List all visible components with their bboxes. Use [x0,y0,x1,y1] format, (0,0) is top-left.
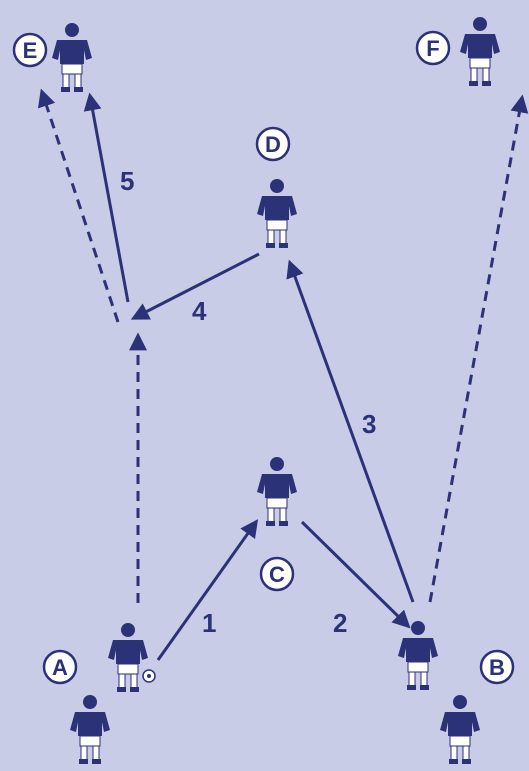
marker-c-label: C [269,562,285,587]
pass-3-line [286,259,415,603]
player-b [397,620,439,691]
player-c [256,456,298,527]
player-a-queue [69,694,111,765]
player-f [459,16,501,87]
marker-a: A [42,649,78,685]
marker-a-label: A [52,655,68,680]
player-b-queue [439,694,481,765]
run-to-e [37,88,120,323]
position-markers: E F D C A B [12,30,515,685]
run-b-to-f [428,94,529,603]
player-e [51,22,93,93]
pass-label-2: 2 [333,608,347,638]
movement-lines [37,88,529,661]
marker-f: F [415,30,451,66]
pass-label-5: 5 [120,166,134,196]
pass-5-line [83,92,130,303]
marker-b: B [479,649,515,685]
marker-f-label: F [426,36,439,61]
player-a [107,622,149,693]
ball-icon [142,669,156,683]
marker-d: D [255,126,291,162]
pass-4-line [130,252,260,320]
marker-e: E [12,32,48,68]
pass-label-1: 1 [202,608,216,638]
marker-d-label: D [265,132,281,157]
player-d [256,178,298,249]
pass-label-4: 4 [192,296,207,326]
pass-2-line [300,520,411,629]
marker-b-label: B [489,655,505,680]
pass-1-line [156,519,259,661]
pass-label-3: 3 [362,409,376,439]
marker-e-label: E [23,38,38,63]
pass-numbers: 5 4 3 1 2 [120,166,376,638]
marker-c: C [259,556,295,592]
